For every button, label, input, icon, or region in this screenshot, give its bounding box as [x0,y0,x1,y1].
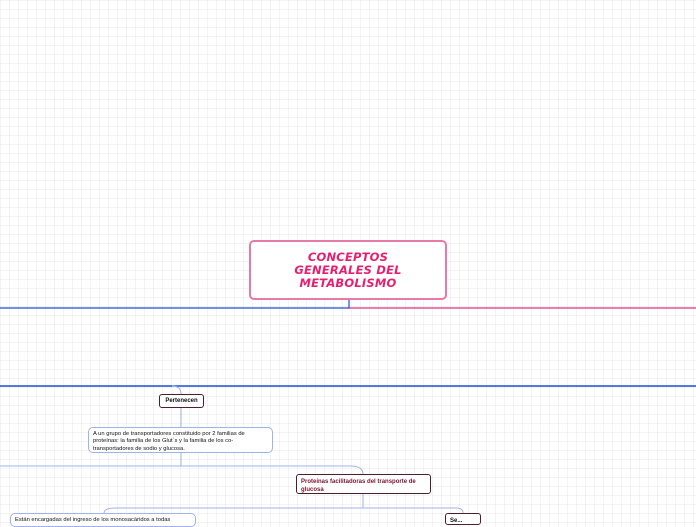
topic-ingreso-monosacaridos[interactable]: Están encargadas del ingreso de los mono… [10,513,196,527]
topic-grupo-transportadores[interactable]: A un grupo de transportadores constituid… [88,427,273,453]
connector-to-proteinas [181,465,364,475]
central-topic-node[interactable]: CONCEPTOS GENERALES DEL METABOLISMO [249,240,447,300]
connector-root-left [0,300,350,309]
topic-se[interactable]: Se... [445,513,481,525]
connector-to-fragment-right [363,507,464,514]
connector-to-pertenecen [171,385,182,395]
connector-to-fragment-left [103,507,363,514]
connector-grupo-branch [0,453,182,467]
central-topic-title: CONCEPTOS GENERALES DEL METABOLISMO [294,249,402,290]
topic-pertenecen[interactable]: Pertenecen [159,394,204,408]
topic-proteinas-facilitadoras[interactable]: Proteínas facilitadoras del transporte d… [296,474,431,494]
